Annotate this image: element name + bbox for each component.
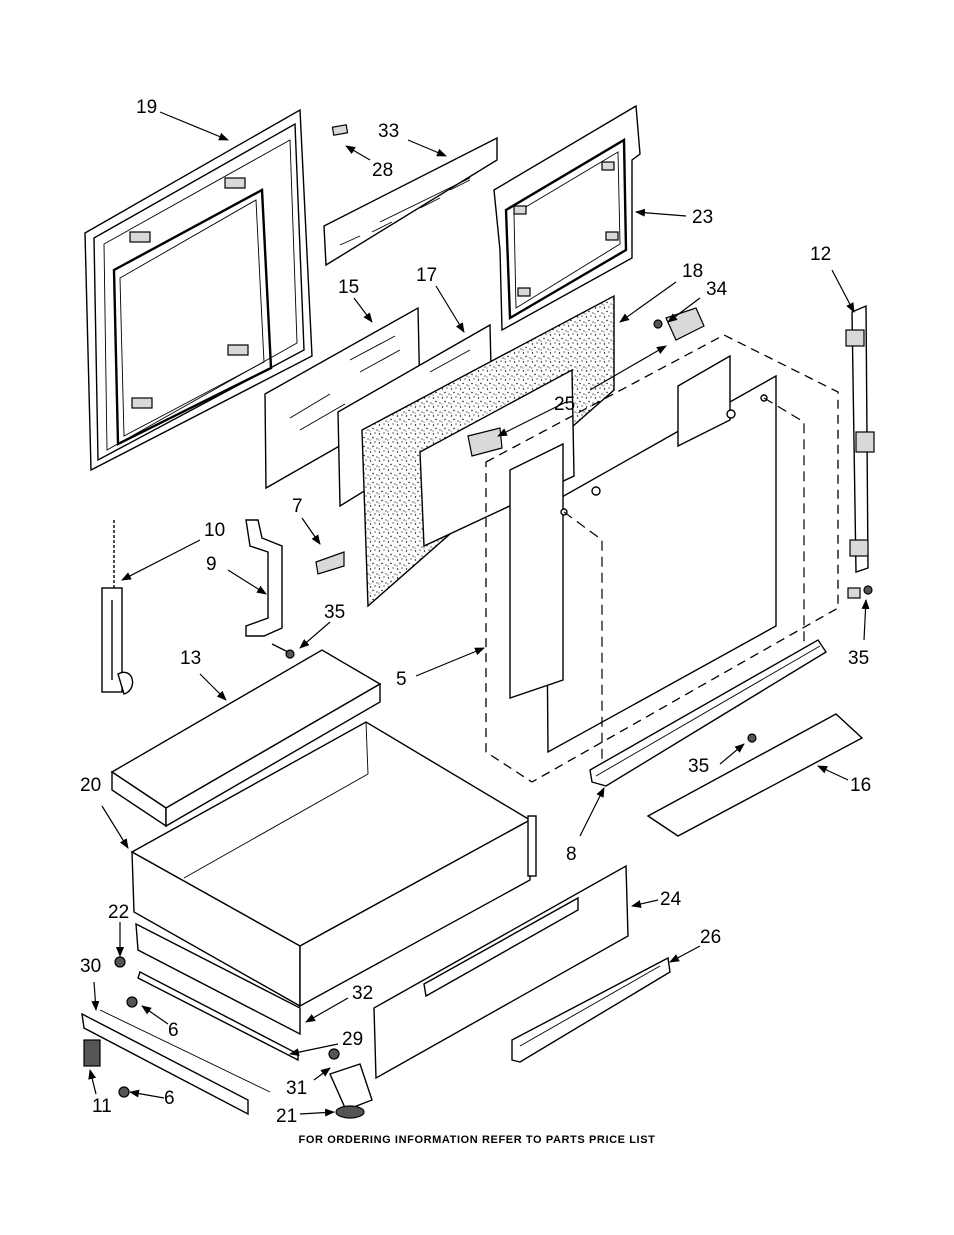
part-label: 23 [692,207,713,228]
drawer-handle-part [511,956,671,1063]
leveling-leg-part [83,1039,101,1067]
side-trim-strip-part [845,304,875,573]
part-label: 31 [286,1078,307,1099]
glide-rail-part [81,1009,271,1116]
door-handle-part [589,639,827,787]
drawer-front-panel-part [373,864,629,1080]
part-label: 5 [396,669,407,690]
part-label: 30 [80,956,101,977]
part-label: 6 [168,1020,179,1041]
part-label: 34 [706,279,728,300]
part-label: 17 [416,265,437,286]
part-label: 6 [164,1088,175,1109]
part-label: 16 [850,775,871,796]
part-label: 32 [352,983,373,1004]
screw-part [118,1086,130,1098]
door-hinge-part [101,520,134,695]
part-label: 26 [700,927,721,948]
part-label: 25 [554,394,575,415]
part-label: 28 [372,160,393,181]
part-label: 33 [378,121,399,142]
drawer-body-part [130,721,537,1008]
part-label: 35 [688,756,709,777]
part-label: 8 [566,844,577,865]
part-label: 9 [206,554,217,575]
screw-part [847,585,873,599]
screw-part [271,643,295,659]
inner-door-frame-part [493,104,641,332]
part-label: 22 [108,902,129,923]
part-label: 19 [136,97,157,118]
clip-part [331,124,349,136]
part-label: 35 [848,648,869,669]
part-label: 20 [80,775,101,796]
door-vent-plate-part [323,136,498,267]
part-label: 15 [338,277,359,298]
screw-part [328,1048,340,1060]
part-label: 10 [204,520,225,541]
screw-part [114,956,126,968]
ordering-info-note: FOR ORDERING INFORMATION REFER TO PARTS … [298,1134,656,1146]
part-label: 13 [180,648,201,669]
drawer-support-part [110,649,382,828]
kick-plate-part [646,713,864,837]
leveling-bracket-part [329,1063,373,1119]
part-label: 21 [276,1106,297,1127]
part-label: 18 [682,261,703,282]
screw-part [126,996,138,1008]
side-bracket-part [245,519,283,637]
outer-door-panel-part [84,108,313,472]
part-label: 35 [324,602,345,623]
part-label: 7 [292,496,303,517]
clip-part [315,551,345,575]
part-label: 24 [660,889,682,910]
part-label: 11 [92,1096,112,1117]
door-assembly-part [485,334,839,783]
part-label: 12 [810,244,831,265]
part-label: 29 [342,1029,363,1050]
